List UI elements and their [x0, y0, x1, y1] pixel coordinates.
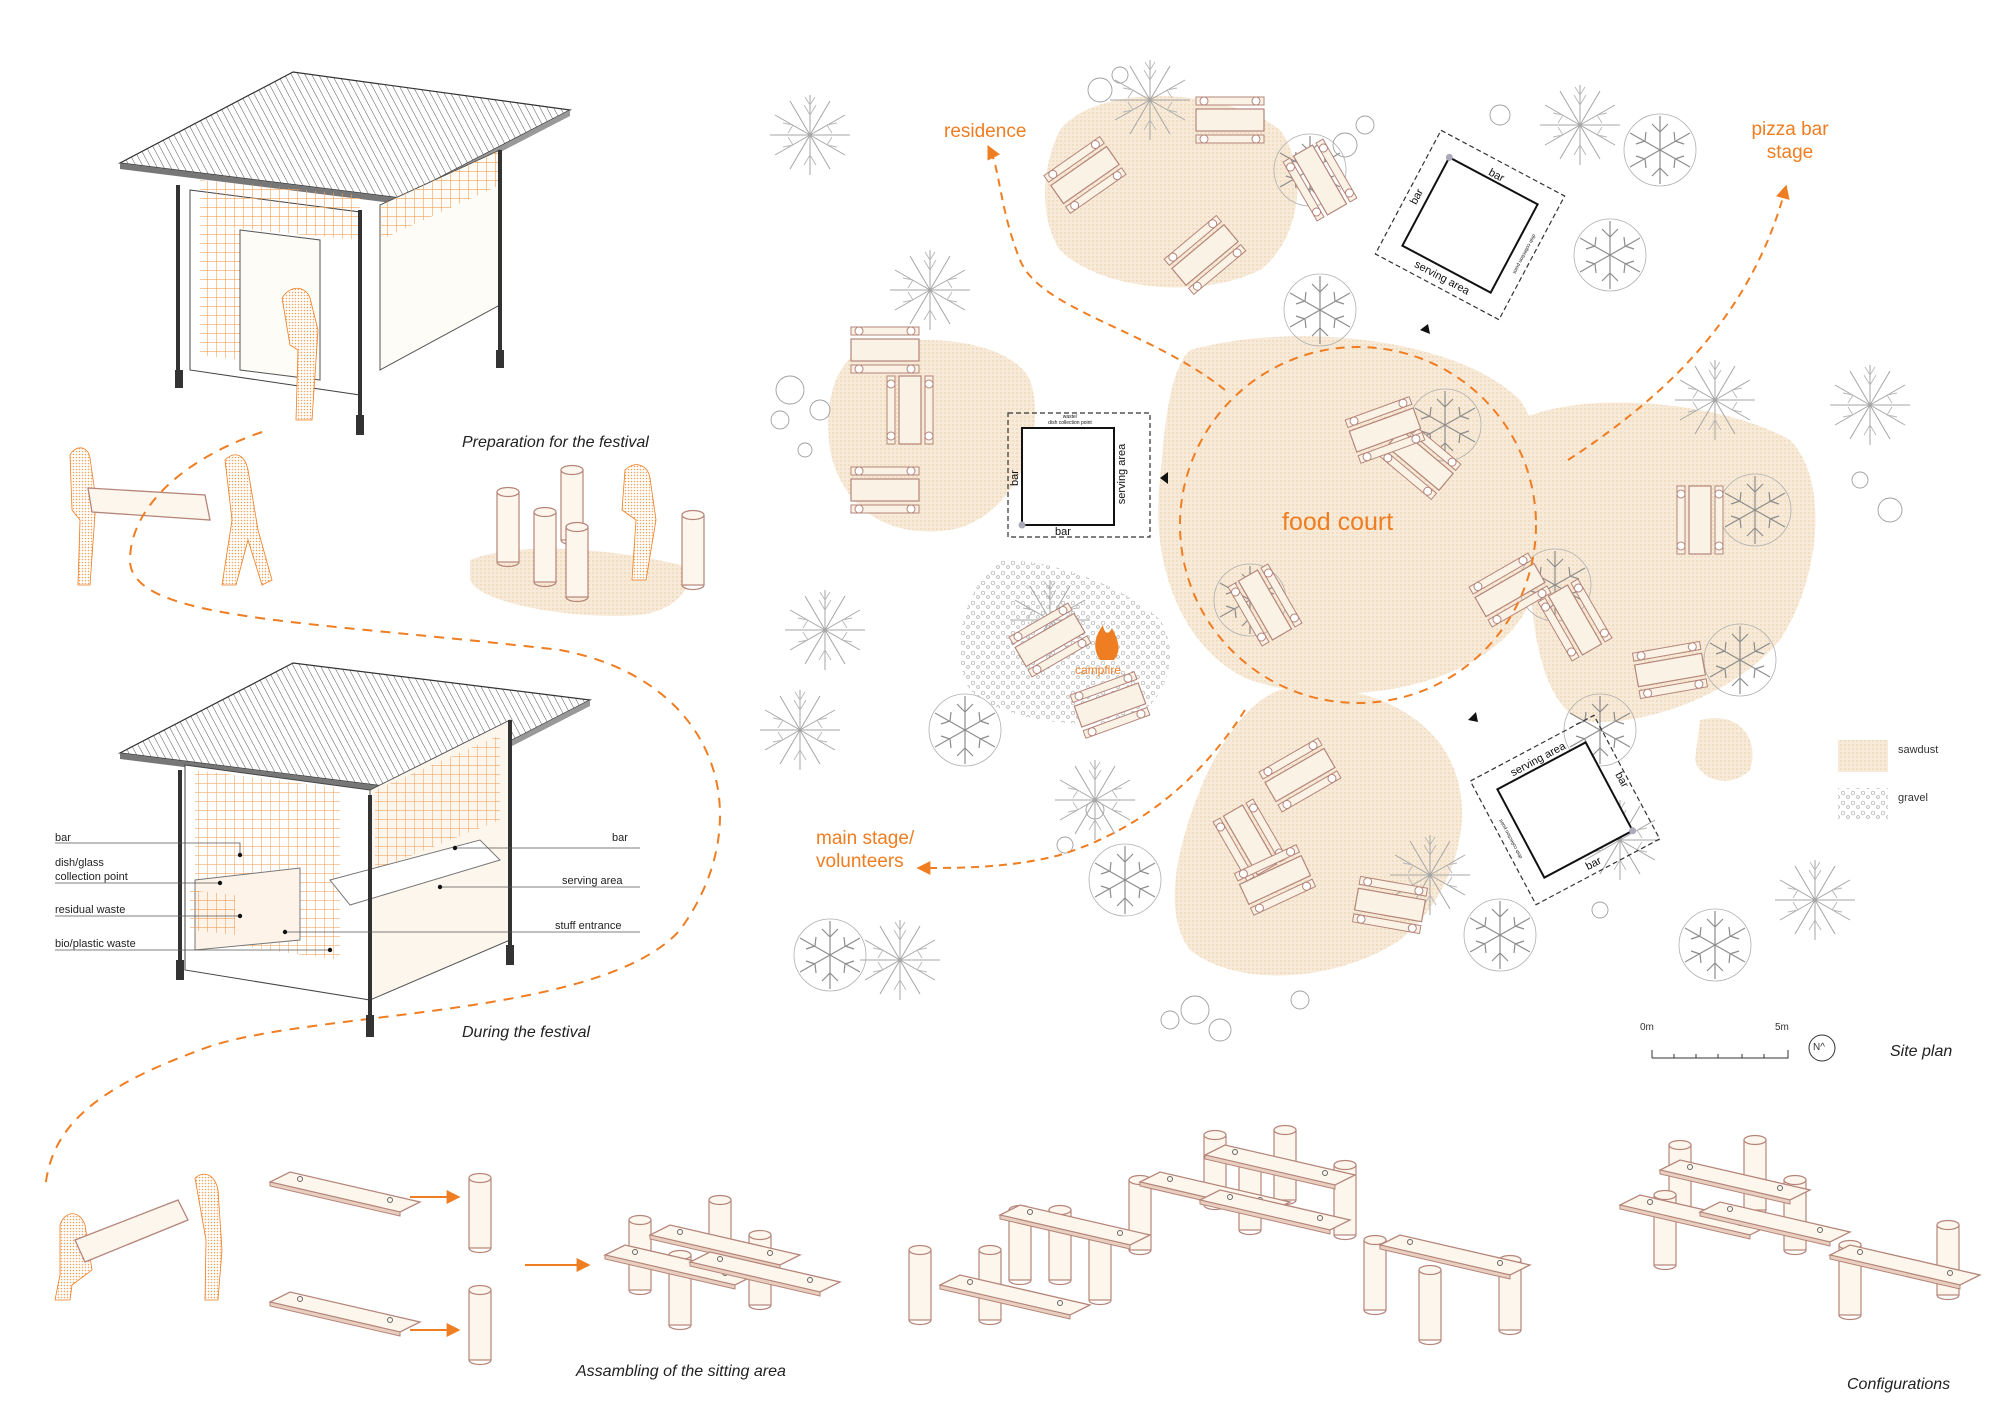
north-arrow-circle [1808, 1034, 1836, 1062]
kiosk-west-serving-area: serving area [1116, 443, 1128, 504]
scale-bar [1651, 1034, 1836, 1062]
callout-residual-waste: residual waste [55, 904, 126, 916]
kiosk-during-drawing [55, 662, 640, 1037]
label-main-stage-line1: main stage/ [816, 828, 915, 849]
callout-bar-right: bar [612, 832, 628, 844]
food-court-circle [1179, 346, 1537, 704]
label-pizza-bar-line2: stage [1766, 142, 1814, 163]
kiosk-north-bar-side: bar [1408, 187, 1426, 207]
label-main-stage: main stage/ volunteers [816, 827, 914, 873]
label-main-stage-line2: volunteers [816, 851, 904, 872]
caption-site-plan: Site plan [1890, 1043, 1953, 1060]
campfire-icon [1095, 625, 1119, 660]
callout-bio-plastic-waste: bio/plastic waste [55, 938, 136, 950]
kiosk-west-dish-point-1: waste/ [1063, 414, 1078, 420]
kiosk-south-entrance-icon [1468, 712, 1478, 722]
kiosk-west-corner-dot [1018, 521, 1026, 529]
callout-serving-area: serving area [562, 875, 623, 887]
caption-assembling: Assambling of the sitting area [576, 1363, 786, 1380]
label-residence: residence [944, 121, 1027, 142]
site-plan: bar bar serving area waste/ dish collect… [759, 59, 1911, 1062]
legend-gravel-swatch [1838, 788, 1888, 820]
scale-end: 5m [1775, 1022, 1789, 1033]
kiosk-west-bar-bottom: bar [1055, 526, 1071, 538]
callout-bar-left: bar [55, 832, 71, 844]
kiosk-west-entrance-icon [1160, 472, 1168, 484]
callout-stuff-entrance: stuff entrance [555, 920, 622, 932]
kiosk-south-bar-side: bar [1612, 770, 1630, 790]
kiosk-west-dish-point-2: dish collection point [1048, 420, 1092, 426]
route-arrows [916, 144, 1790, 875]
callout-dish-glass-1: dish/glass [55, 857, 104, 869]
label-food-court: food court [1282, 508, 1394, 536]
process-dashed-curve [44, 431, 721, 1191]
legend-sawdust-swatch [1838, 740, 1888, 772]
kiosk-plan-north: bar bar serving area dish collection poi… [1374, 129, 1566, 321]
caption-during: During the festival [462, 1024, 591, 1041]
kiosk-north-entrance-icon [1420, 324, 1430, 334]
caption-configurations: Configurations [1847, 1376, 1951, 1393]
configurations [908, 1124, 1981, 1346]
legend-gravel: gravel [1898, 792, 1928, 804]
label-pizza-bar: pizza bar stage [1740, 118, 1840, 164]
kiosk-preparation-drawing [118, 71, 572, 435]
legend-sawdust: sawdust [1898, 744, 1939, 756]
label-campfire: campfire [1075, 663, 1122, 677]
stumps-and-person [470, 464, 705, 616]
scale-start: 0m [1640, 1022, 1654, 1033]
assembling-sequence [54, 1171, 841, 1366]
caption-preparation: Preparation for the festival [462, 434, 649, 451]
north-arrow-icon: N^ [1813, 1042, 1825, 1053]
kiosk-plan-south: serving area bar bar dish collection poi… [1469, 714, 1661, 906]
kiosk-west-bar-side: bar [1009, 470, 1021, 486]
label-pizza-bar-line1: pizza bar [1751, 119, 1829, 140]
kiosk-plan-west: bar bar serving area waste/ dish collect… [1007, 412, 1168, 538]
callout-dish-glass-2: collection point [55, 871, 128, 883]
people-carrying-plank [69, 447, 273, 586]
